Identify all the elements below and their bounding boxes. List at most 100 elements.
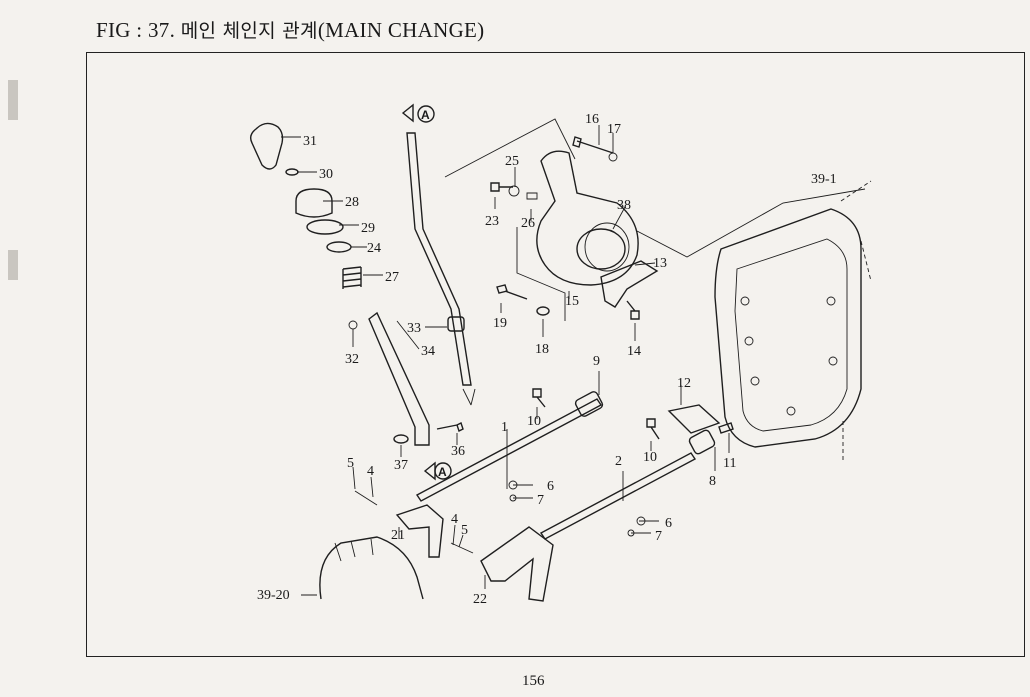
case-bolt-hole [750, 376, 760, 386]
callout-28: 28 [345, 195, 359, 210]
case-extension-dash [840, 180, 872, 461]
callout-12: 12 [677, 376, 691, 391]
callout-5-a: 5 [347, 456, 354, 471]
callout-7-a: 7 [537, 493, 544, 508]
housing-bore [576, 228, 626, 270]
figure-title-english: (MAIN CHANGE) [317, 18, 485, 42]
callout-19: 19 [493, 316, 507, 331]
pin-32 [348, 320, 358, 330]
bolt-10-b [646, 418, 660, 440]
callout-29: 29 [361, 221, 375, 236]
callout-4-b: 4 [451, 512, 458, 527]
washer-30 [285, 168, 299, 176]
bolt-23 [490, 182, 513, 192]
callout-2: 2 [615, 454, 622, 469]
page-number: 156 [522, 673, 545, 689]
callout-21: 21 [391, 528, 405, 543]
callout-6-b: 6 [665, 516, 672, 531]
callout-1: 1 [501, 420, 508, 435]
callout-13: 13 [653, 256, 667, 271]
transmission-case [714, 208, 862, 448]
callout-36: 36 [451, 444, 465, 459]
callout-6-a: 6 [547, 479, 554, 494]
bolt-14 [626, 300, 640, 320]
case-bolt-hole [828, 356, 838, 366]
callout-37: 37 [394, 458, 408, 473]
callout-39-20: 39-20 [257, 588, 290, 603]
washer-18 [536, 306, 550, 316]
shift-shaft-2 [539, 452, 697, 540]
shift-rod-a [406, 132, 472, 386]
callout-27: 27 [385, 270, 399, 285]
diagram-frame: 31 30 28 29 24 27 32 34 33 36 37 16 17 2… [86, 52, 1025, 657]
ring-29 [306, 219, 344, 235]
callout-26: 26 [521, 216, 535, 231]
lever-housing [536, 150, 639, 286]
callout-5-b: 5 [461, 523, 468, 538]
callout-9: 9 [593, 354, 600, 369]
case-bolt-hole [786, 406, 796, 416]
joint-33 [447, 316, 465, 332]
ref-label-a-bottom: A [438, 465, 447, 479]
figure-title-korean: 메인 체인지 관계 [180, 20, 318, 42]
gearbox-housing-39-20 [319, 536, 424, 600]
callout-10-b: 10 [643, 450, 657, 465]
shift-arm-8 [688, 429, 716, 455]
gearbox-housing-detail [334, 538, 374, 562]
callout-15: 15 [565, 294, 579, 309]
callout-34: 34 [421, 344, 435, 359]
gasket-38 [584, 222, 630, 272]
spring-27 [342, 266, 362, 289]
shift-fork-22 [480, 526, 554, 602]
callout-33: 33 [407, 321, 421, 336]
callout-31: 31 [303, 134, 317, 149]
callout-25: 25 [505, 154, 519, 169]
callout-23: 23 [485, 214, 499, 229]
outline-15 [516, 227, 566, 321]
callout-10-a: 10 [527, 414, 541, 429]
scan-edge-mark [8, 80, 18, 120]
callout-8: 8 [709, 474, 716, 489]
ref-label-a-top: A [421, 108, 430, 122]
callout-39-1: 39-1 [811, 172, 837, 187]
case-bolt-hole [740, 296, 750, 306]
pin-26 [526, 192, 538, 200]
callout-14: 14 [627, 344, 641, 359]
callout-38: 38 [617, 198, 631, 213]
ref-arrow-a-top [401, 103, 414, 123]
rod-end-fork [462, 388, 476, 406]
shift-knob [249, 122, 284, 170]
ref-circle-a-top [417, 105, 435, 123]
shift-lever-34 [368, 311, 430, 446]
case-bolt-hole [826, 296, 836, 306]
callout-22: 22 [473, 592, 487, 607]
ref-arrow-a-bottom [423, 461, 436, 481]
callout-17: 17 [607, 122, 621, 137]
callout-18: 18 [535, 342, 549, 357]
callout-32: 32 [345, 352, 359, 367]
leader-lines [281, 125, 730, 596]
callout-16: 16 [585, 112, 599, 127]
figure-title: FIG : 37. 메인 체인지 관계(MAIN CHANGE) [96, 16, 484, 43]
callout-7-b: 7 [655, 529, 662, 544]
ref-circle-a-bottom [434, 462, 452, 480]
seat-24 [326, 241, 352, 253]
figure-prefix: FIG : 37. [96, 18, 176, 42]
pin-4-5-b [450, 542, 474, 554]
leader-group-top [444, 118, 866, 258]
callout-30: 30 [319, 167, 333, 182]
boot-28 [295, 188, 333, 218]
bolt-36 [436, 422, 464, 432]
callout-11: 11 [723, 456, 736, 471]
shift-arm-9 [574, 391, 604, 417]
pin-11 [718, 422, 734, 434]
bolt-19 [496, 284, 528, 300]
callout-24: 24 [367, 241, 381, 256]
washer-25 [508, 185, 520, 197]
shift-shaft-1 [415, 398, 603, 502]
bracket-13 [600, 260, 659, 308]
exploded-parts-diagram: 31 30 28 29 24 27 32 34 33 36 37 16 17 2… [249, 103, 872, 607]
callout-4-a: 4 [367, 464, 374, 479]
bolt-16 [572, 136, 614, 154]
nut-17 [608, 152, 618, 162]
